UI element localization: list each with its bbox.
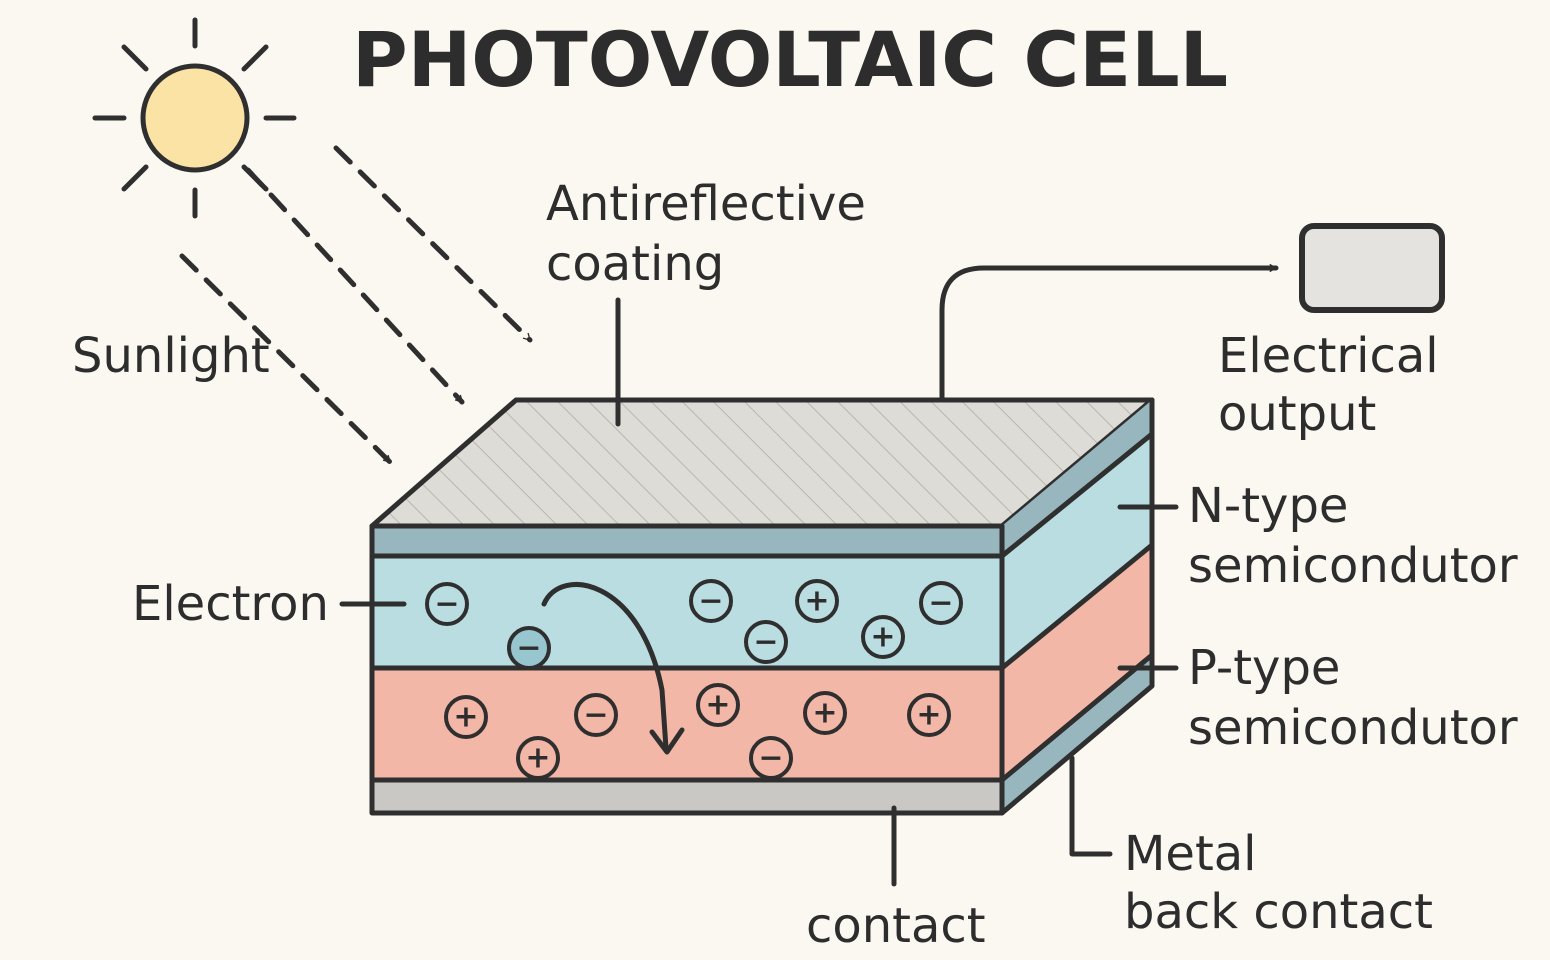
metal-contact-layer	[372, 780, 1002, 813]
ray-arrow	[179, 253, 393, 465]
svg-text:+: +	[870, 620, 895, 655]
hole-icon: +	[516, 736, 560, 780]
antireflective-coating-band	[372, 526, 1002, 556]
electron-icon: −	[574, 693, 618, 737]
electron-icon: −	[744, 620, 788, 664]
svg-text:+: +	[804, 584, 829, 619]
electron-icon: −	[749, 736, 793, 780]
antireflective-label-line1: Antireflective	[546, 176, 866, 232]
hole-icon: +	[696, 683, 740, 727]
solar-cell-block	[369, 397, 1155, 816]
ray-arrow	[245, 167, 465, 405]
ray-arrow	[333, 145, 533, 343]
metal-back-contact-label-line2: back contact	[1124, 884, 1433, 940]
svg-text:−: −	[758, 741, 783, 776]
svg-text:+: +	[453, 700, 478, 735]
page-title: PHOTOVOLTAIC CELL	[352, 15, 1228, 104]
svg-text:+: +	[705, 688, 730, 723]
antireflective-label-line2: coating	[546, 236, 724, 292]
side-coating-band	[1002, 400, 1152, 556]
svg-text:+: +	[525, 741, 550, 776]
side-n-type	[1002, 434, 1152, 668]
hole-icon: +	[795, 579, 839, 623]
electron-icon: −	[425, 582, 469, 626]
svg-text:+: +	[916, 698, 941, 733]
p-type-label-line1: P-type	[1188, 640, 1340, 696]
electrical-output-label-line1: Electrical	[1218, 328, 1439, 384]
n-type-label-line2: semicondutor	[1188, 538, 1518, 594]
metal-back-contact-leader	[1069, 755, 1113, 857]
svg-text:+: +	[812, 696, 837, 731]
n-type-label-line1: N-type	[1188, 478, 1348, 534]
hole-icon: +	[907, 693, 951, 737]
svg-text:−: −	[753, 625, 778, 660]
contact-label: contact	[806, 898, 986, 954]
electron-path-arrow	[541, 582, 669, 751]
side-p-type	[1002, 545, 1152, 780]
electrical-output-box	[1299, 223, 1445, 313]
side-metal-band	[1002, 655, 1152, 813]
svg-text:−: −	[928, 586, 953, 621]
output-wire	[939, 263, 1279, 403]
electron-icon: −	[919, 581, 963, 625]
charge-carriers: − − − + − − + + − + + + − +	[425, 579, 963, 780]
hole-icon: +	[444, 695, 488, 739]
hole-icon: +	[803, 691, 847, 735]
sunlight-label: Sunlight	[72, 328, 270, 384]
electrical-output-label-line2: output	[1218, 386, 1376, 442]
svg-text:−: −	[583, 698, 608, 733]
electron-path-arrowhead	[649, 727, 685, 755]
svg-text:−: −	[434, 587, 459, 622]
sunlight-rays	[179, 145, 533, 465]
svg-text:−: −	[516, 631, 541, 666]
hole-icon: +	[861, 615, 905, 659]
p-type-label-line2: semicondutor	[1188, 700, 1518, 756]
electron-icon: −	[507, 626, 551, 670]
electron-label: Electron	[132, 576, 329, 632]
metal-back-contact-label-line1: Metal	[1124, 826, 1257, 882]
svg-text:−: −	[698, 584, 723, 619]
electron-icon: −	[689, 579, 733, 623]
sun-icon	[92, 17, 297, 219]
